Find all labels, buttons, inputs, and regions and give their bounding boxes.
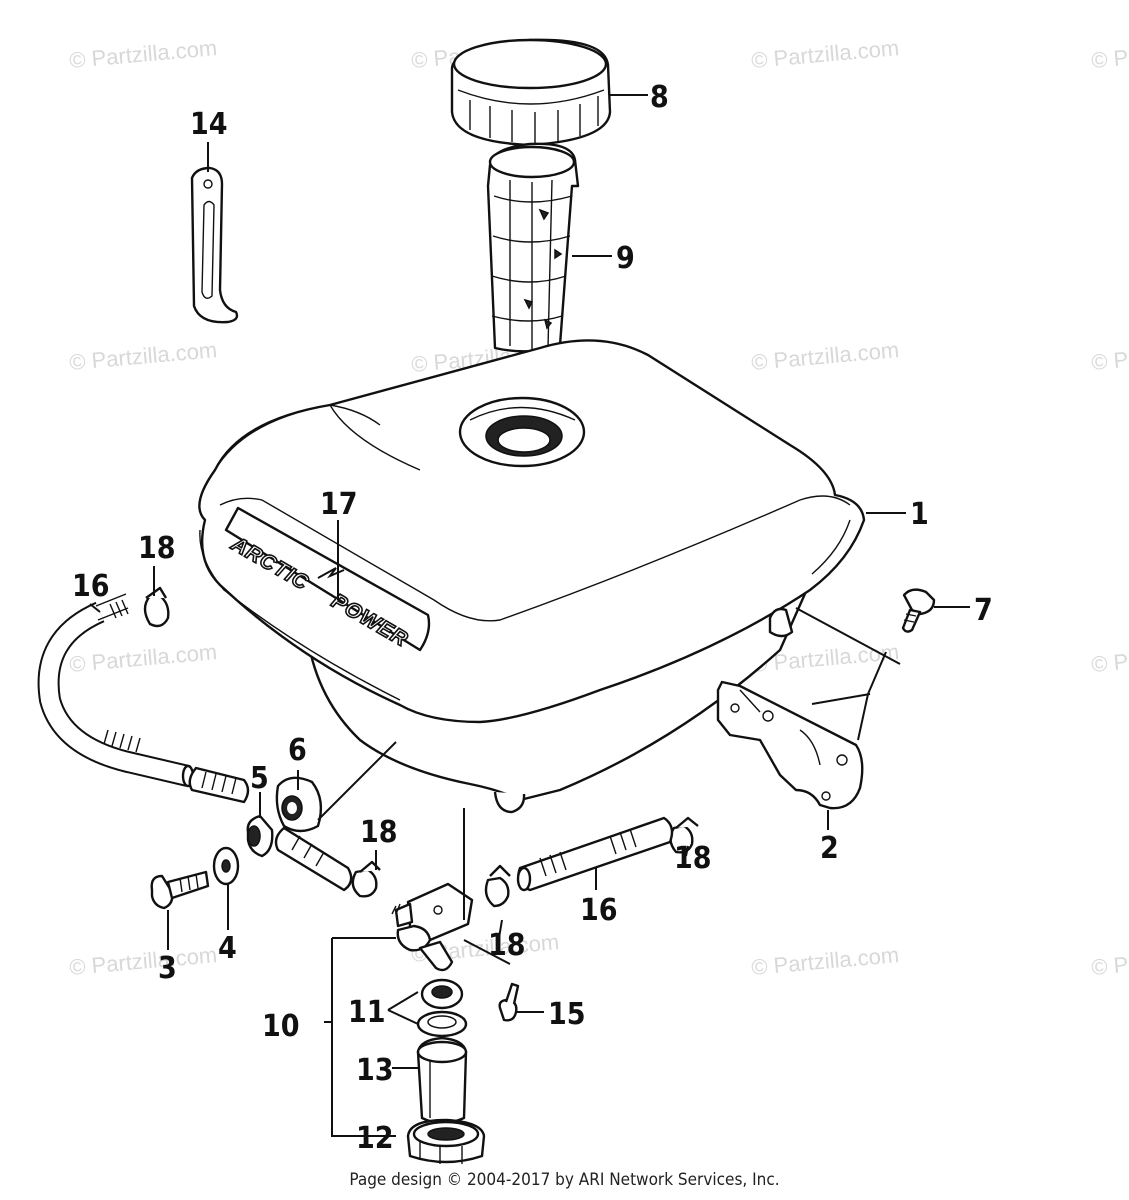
callout-2: 2 [820,831,839,866]
callout-13: 13 [356,1053,394,1088]
callout-17: 17 [320,487,358,522]
callout-15: 15 [548,997,586,1032]
part-strainer [486,142,580,353]
part-hose-left [37,593,195,788]
part-sediment-bowl [416,1036,468,1125]
callout-11: 11 [348,995,386,1030]
callout-9: 9 [616,241,635,276]
callout-16-right: 16 [580,893,618,928]
part-screw [498,982,520,1022]
part-clamp-18b [351,860,381,898]
watermark: © Partzilla.com [68,942,218,980]
watermark: © Partzilla.com [1090,942,1129,980]
part-hose-right [516,816,674,892]
part-strap [190,166,239,324]
callout-5: 5 [250,761,269,796]
part-washer [212,846,240,886]
callout-18-right: 18 [674,841,712,876]
callout-18-top: 18 [138,531,176,566]
watermark: © Partzilla.com [68,35,218,73]
part-bolt-7 [901,588,936,633]
callout-7: 7 [974,593,993,628]
part-grommet [275,776,323,833]
callout-labels: 1 2 3 4 5 6 7 8 9 10 11 12 13 14 15 16 1… [72,80,993,1156]
callout-3: 3 [158,951,177,986]
part-gaskets [416,978,468,1038]
callout-1: 1 [910,497,929,532]
callout-4: 4 [218,931,237,966]
watermark: © Partzilla.com [750,337,900,375]
part-nut [406,1118,486,1164]
leader-lines [89,94,970,1137]
watermark: © Partzilla.com [750,35,900,73]
part-spacer [246,814,274,858]
callout-18-bottom: 18 [488,928,526,963]
watermark: © Partzilla.com [1090,337,1129,375]
watermark: © Partzilla.com [750,942,900,980]
part-fuel-valve [391,882,474,972]
callout-12: 12 [356,1121,394,1156]
footer-copyright: Page design © 2004-2017 by ARI Network S… [349,1170,780,1190]
part-clamp-18a [143,586,170,628]
part-hose-segments [188,766,353,892]
watermark: © Partzilla.com [1090,35,1129,73]
part-fuel-cap [450,38,612,147]
part-fuel-tank: ARCTIC POWER [198,339,866,814]
part-clamp-18c [484,864,511,908]
callout-18-middle: 18 [360,815,398,850]
watermark: © Partzilla.com [68,337,218,375]
part-bracket [716,680,864,810]
callout-16-left: 16 [72,569,110,604]
callout-8: 8 [650,80,669,115]
callout-14: 14 [190,107,228,142]
callout-10: 10 [262,1009,300,1044]
watermark: © Partzilla.com [1090,639,1129,677]
callout-6: 6 [288,733,307,768]
part-bolt-3 [150,870,210,910]
watermark: © Partzilla.com [68,639,218,677]
